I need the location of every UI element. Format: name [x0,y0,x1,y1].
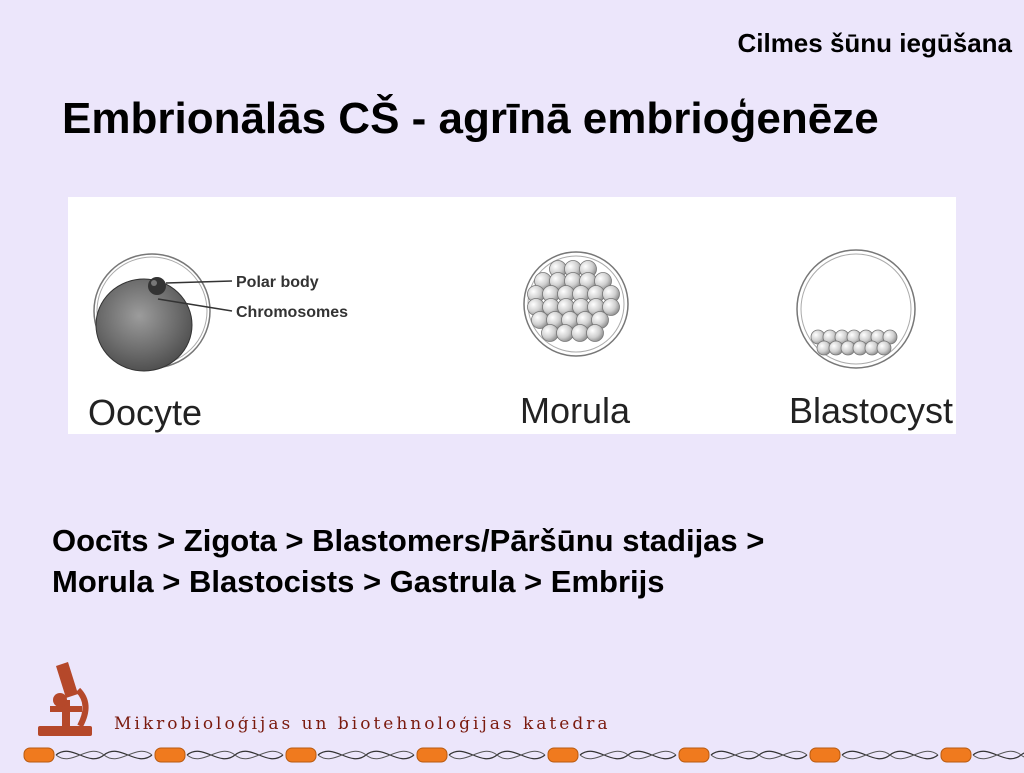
chain-link-icon [448,750,546,760]
morula-cell [556,324,574,342]
department-name: Mikrobioloģijas un biotehnoloģijas kated… [114,714,611,734]
polar-body-label: Polar body [236,274,319,291]
polar-body-shape [148,277,166,295]
morula-cell [586,324,604,342]
morula-cell [602,298,620,316]
chain-link-icon [579,750,677,760]
chain-link-icon [972,750,1024,760]
blastocyst-cells [810,329,898,356]
decorative-chain-border [0,740,1024,773]
morula-cells [527,260,620,342]
blastocyst-label: Blastocyst [789,390,953,431]
chain-link-icon [317,750,415,760]
oocyte-illustration: Polar body Chromosomes Oocyte [88,253,348,433]
chain-link-icon [55,750,153,760]
chain-bead-icon [809,747,841,763]
embryo-stages-figure: Polar body Chromosomes Oocyte Morula Bla… [68,197,956,434]
header-subtitle: Cilmes šūnu iegūšana [737,28,1012,58]
chain-bead-icon [23,747,55,763]
chain-bead-icon [416,747,448,763]
chain-link-icon [710,750,808,760]
stage-sequence-line-1: Oocīts > Zigota > Blastomers/Pāršūnu sta… [52,523,765,558]
morula-cell [571,324,589,342]
microscope-logo-icon [34,660,96,745]
oocyte-label: Oocyte [88,392,202,433]
chromosomes-label: Chromosomes [236,304,348,321]
chain-link-icon [186,750,284,760]
chain-link-icon [841,750,939,760]
blastocyst-cell [876,340,892,356]
slide-title: Embrionālās CŠ - agrīnā embrioģenēze [62,94,879,143]
stage-sequence-line-2: Morula > Blastocists > Gastrula > Embrij… [52,564,665,599]
morula-cell [541,324,559,342]
morula-illustration: Morula [520,251,631,431]
stage-sequence-text: Oocīts > Zigota > Blastomers/Pāršūnu sta… [52,520,992,602]
chain-bead-icon [547,747,579,763]
blastocyst-illustration: Blastocyst [789,249,953,431]
chain-bead-icon [285,747,317,763]
morula-label: Morula [520,390,631,431]
chain-bead-icon [678,747,710,763]
chain-bead-icon [154,747,186,763]
chain-bead-icon [940,747,972,763]
